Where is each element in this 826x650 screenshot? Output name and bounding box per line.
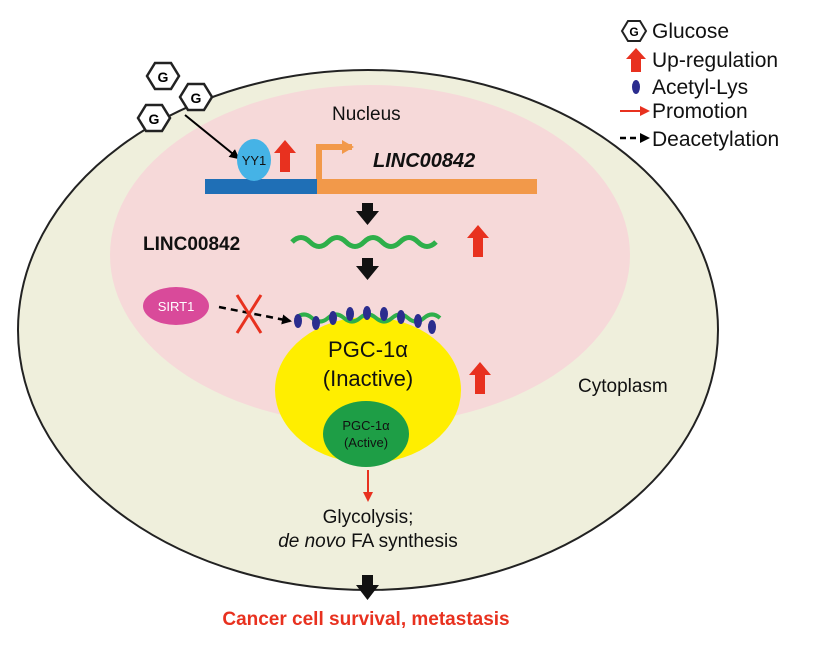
rna-upregulation-icon: [467, 225, 489, 257]
outcome-arrow: [356, 575, 379, 600]
cytoplasm-label: Cytoplasm: [578, 376, 668, 397]
legend-promotion: Promotion: [652, 100, 748, 123]
legend-deacetylation: Deacetylation: [652, 128, 779, 151]
legend-upregulation: Up-regulation: [652, 49, 778, 72]
glucose-to-yy1-arrow: [184, 114, 240, 160]
block-x-icon: [235, 294, 263, 334]
pgc1a-active: [323, 401, 409, 467]
gene-segment: [317, 179, 537, 194]
yy1-label: YY1: [242, 153, 267, 168]
yy1-upregulation-icon: [274, 140, 296, 172]
svg-text:G: G: [158, 69, 169, 85]
glucose-icon: G: [136, 103, 172, 133]
outcome-line-1: Glycolysis;: [323, 507, 414, 528]
glucose-icon: G: [178, 82, 214, 112]
svg-text:G: G: [149, 111, 160, 127]
dna-promoter-segment: [205, 179, 317, 194]
pgc1a-inactive: [275, 317, 461, 463]
rna-label: LINC00842: [143, 234, 240, 255]
legend-acetyl-icon: [632, 80, 640, 94]
transcription-arrow: [356, 203, 379, 225]
sirt1-protein: [143, 287, 209, 325]
acetyl-lys-marks: [294, 306, 436, 334]
pgc1a-inactive-label: PGC-1α: [328, 337, 408, 362]
glucose-icon: G: [145, 61, 181, 91]
deacetylation-arrow: [218, 305, 292, 325]
legend-glucose: Glucose: [652, 20, 729, 43]
gene-label: LINC00842: [373, 150, 475, 172]
transcription-start-arrow: [316, 140, 354, 179]
final-outcome: Cancer cell survival, metastasis: [222, 609, 509, 630]
yy1-protein: [237, 139, 271, 181]
legend-up-arrow-icon: [626, 48, 646, 72]
pgc1a-active-state: (Active): [344, 435, 388, 450]
nucleus-label: Nucleus: [332, 104, 401, 125]
lincrna-strand: [290, 235, 438, 249]
pgc1a-active-label: PGC-1α: [342, 418, 390, 433]
binding-arrow: [356, 258, 379, 280]
legend-acetyl-lys: Acetyl-Lys: [652, 76, 748, 99]
outcome-line-2: de novo FA synthesis: [278, 531, 458, 552]
pgc1a-inactive-state: (Inactive): [323, 366, 413, 391]
svg-text:G: G: [191, 90, 202, 106]
legend: G Glucose Up-regulation Acetyl-Lys Promo…: [620, 20, 779, 151]
svg-text:G: G: [629, 25, 638, 39]
legend-glucose-icon: G: [620, 20, 648, 42]
pgc1a-upregulation-icon: [469, 362, 491, 394]
sirt1-label: SIRT1: [158, 299, 195, 314]
